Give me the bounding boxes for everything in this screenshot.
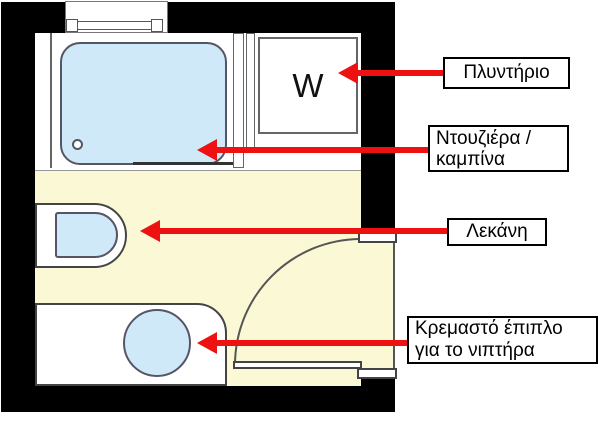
- door-jamb-bottom: [357, 368, 397, 379]
- shower-enclosure-frame: [50, 33, 52, 168]
- sink-arrow-head: [197, 332, 217, 354]
- window-frame-bar: [70, 21, 163, 30]
- toilet-label: Λεκάνη: [447, 218, 547, 246]
- sink-basin: [123, 309, 191, 377]
- shower-arrow-head: [197, 139, 217, 161]
- toilet-bowl: [55, 212, 118, 258]
- shower-partition-inner: [233, 33, 244, 168]
- toilet-arrow-head: [140, 220, 160, 242]
- toilet-arrow-shaft: [159, 228, 447, 234]
- washer-arrow-shaft: [357, 70, 443, 76]
- washing-machine: W: [258, 37, 358, 134]
- shower-door-track: [133, 162, 238, 165]
- washer-label: Πλυντήριο: [443, 57, 570, 89]
- shower-drain: [72, 139, 83, 150]
- door-leaf: [233, 361, 362, 369]
- window-mullion-right: [151, 19, 163, 32]
- washer-arrow-head: [338, 62, 358, 84]
- shower-partition-outer: [246, 33, 255, 153]
- sink-label: Κρεμαστό έπιπλο για το νιπτήρα: [407, 316, 598, 364]
- shower-label: Ντουζιέρα / καμπίνα: [428, 125, 569, 172]
- doorway-opening: [361, 243, 395, 368]
- washing-machine-letter: W: [292, 67, 324, 104]
- shower-arrow-shaft: [216, 147, 428, 153]
- sink-arrow-shaft: [216, 340, 407, 346]
- window-mullion-left: [66, 19, 78, 32]
